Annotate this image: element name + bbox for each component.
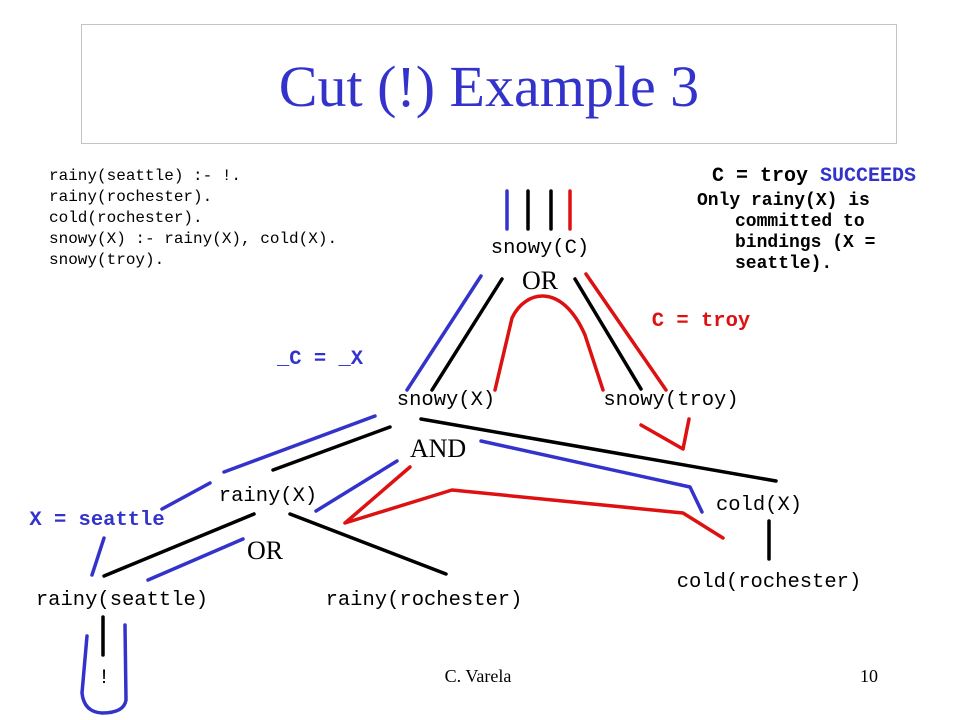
trace-red-backtrack-arc bbox=[493, 294, 605, 392]
trace-blue-to-snowy-x bbox=[405, 274, 483, 392]
query-result: C = troy SUCCEEDS bbox=[712, 166, 916, 188]
program-line: cold(rochester). bbox=[49, 209, 203, 227]
page-number: 10 bbox=[860, 666, 878, 686]
trace-blue-return-from-rainy-x bbox=[314, 459, 399, 513]
note-line: seattle). bbox=[735, 254, 833, 274]
trace-blue-return-from-rainy-seattle bbox=[146, 537, 245, 582]
program-line: rainy(seattle) :- !. bbox=[49, 167, 242, 185]
result-status: SUCCEEDS bbox=[820, 165, 917, 188]
operator-or-rainy: OR bbox=[246, 536, 284, 565]
slide-title: Cut (!) Example 3 bbox=[278, 54, 700, 119]
node-rainy-rochester: rainy(rochester) bbox=[325, 588, 523, 612]
note-line: Only rainy(X) is bbox=[697, 191, 870, 211]
title-box: Cut (!) Example 3 bbox=[81, 24, 897, 144]
trace-blue-to-rainy-seattle bbox=[90, 536, 106, 577]
node-snowy-x: snowy(X) bbox=[396, 388, 496, 412]
commitment-note: Only rainy(X) is committed to bindings (… bbox=[697, 191, 875, 275]
trace-red-success-hook bbox=[639, 417, 691, 451]
node-rainy-x: rainy(X) bbox=[218, 484, 318, 508]
edge-snowy-c-to-snowy-troy bbox=[573, 277, 643, 391]
trace-blue-cut-loop bbox=[80, 623, 128, 715]
binding-c-x: _C = _X bbox=[276, 347, 364, 371]
footer-author: C. Varela bbox=[444, 666, 512, 686]
node-cold-x: cold(X) bbox=[715, 493, 803, 517]
operator-and: AND bbox=[409, 434, 467, 463]
edge-rainy-x-to-rainy-rochester bbox=[288, 512, 448, 576]
program-line: rainy(rochester). bbox=[49, 188, 213, 206]
node-cold-rochester: cold(rochester) bbox=[676, 570, 862, 594]
trace-blue-snowy-x-to-rainy-x bbox=[222, 414, 377, 474]
note-line: committed to bbox=[735, 212, 865, 232]
trace-blue-to-cold-x bbox=[479, 439, 704, 514]
node-snowy-troy: snowy(troy) bbox=[603, 388, 739, 412]
edge-snowy-x-to-cold-x bbox=[419, 417, 778, 483]
prolog-program: rainy(seattle) :- !. rainy(rochester). c… bbox=[49, 166, 337, 271]
node-snowy-c: snowy(C) bbox=[490, 236, 590, 260]
edge-snowy-x-to-rainy-x bbox=[271, 425, 392, 472]
program-line: snowy(X) :- rainy(X), cold(X). bbox=[49, 230, 338, 248]
edge-snowy-c-to-snowy-x bbox=[430, 277, 504, 392]
binding-x-seattle: X = seattle bbox=[29, 508, 165, 532]
edge-rainy-x-to-rainy-seattle bbox=[102, 512, 256, 578]
note-line: bindings (X = bbox=[735, 233, 876, 253]
trace-red-to-snowy-troy bbox=[584, 272, 668, 392]
node-rainy-seattle: rainy(seattle) bbox=[35, 588, 209, 612]
trace-red-backtrack-and bbox=[343, 465, 725, 540]
trace-blue-rainy-x-to-seattle bbox=[160, 481, 212, 511]
result-binding: C = troy bbox=[712, 165, 809, 188]
binding-c-troy: C = troy bbox=[651, 309, 751, 333]
node-cut: ! bbox=[97, 666, 111, 690]
operator-or-root: OR bbox=[521, 266, 559, 295]
program-line: snowy(troy). bbox=[49, 251, 165, 269]
